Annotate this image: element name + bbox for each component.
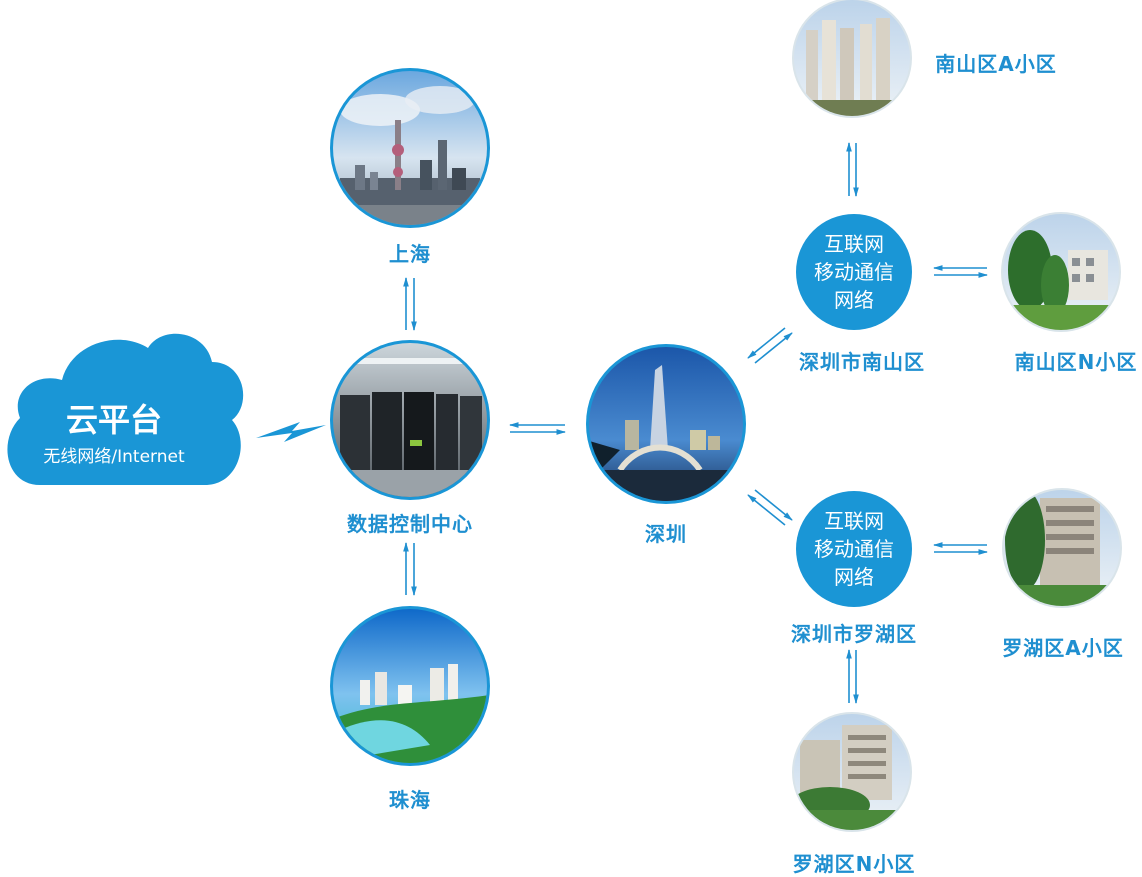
luohu-n-label: 罗湖区N小区 — [792, 852, 916, 876]
nanshan-n-label: 南山区N小区 — [1014, 350, 1138, 374]
lightning-link-icon — [256, 422, 326, 442]
luohu-a-label: 罗湖区A小区 — [1002, 636, 1124, 660]
network-node-label: 互联网 移动通信 网络 — [814, 509, 894, 589]
shanghai-label: 上海 — [389, 242, 431, 266]
cloud-platform-subtitle: 无线网络/Internet — [43, 447, 185, 467]
bidirectional-arrow-icon — [509, 422, 566, 435]
bidirectional-arrow-icon — [403, 277, 417, 331]
luohu-n-photo — [792, 712, 912, 832]
shenzhen-label: 深圳 — [645, 522, 687, 546]
zhuhai-label: 珠海 — [389, 788, 431, 812]
link-arrows — [403, 142, 988, 704]
luohu-network-node: 互联网 移动通信 网络 — [796, 491, 912, 607]
luohu-district-label: 深圳市罗湖区 — [791, 622, 917, 646]
luohu-a-photo — [1002, 488, 1122, 608]
nanshan-network-node: 互联网 移动通信 网络 — [796, 214, 912, 330]
bidirectional-arrow-icon — [403, 542, 417, 596]
nanshan-n-photo — [1001, 212, 1121, 332]
cloud-platform-shape — [7, 333, 244, 485]
zhuhai-photo — [330, 606, 490, 766]
bidirectional-arrow-icon — [846, 649, 859, 704]
bidirectional-arrow-icon — [933, 542, 988, 555]
bidirectional-arrow-icon — [846, 142, 859, 197]
shenzhen-photo — [586, 344, 746, 504]
bidirectional-arrow-icon — [933, 265, 988, 278]
bidirectional-arrow-icon — [747, 489, 793, 526]
nanshan-a-photo — [792, 0, 912, 118]
cloud-platform-title: 云平台 — [65, 401, 163, 439]
nanshan-district-label: 深圳市南山区 — [799, 350, 925, 374]
nanshan-a-label: 南山区A小区 — [935, 52, 1057, 76]
bidirectional-arrow-icon — [747, 327, 793, 364]
network-node-label: 互联网 移动通信 网络 — [814, 232, 894, 312]
data-center-label: 数据控制中心 — [347, 512, 473, 536]
shanghai-photo — [330, 68, 490, 228]
data-center-photo — [330, 340, 490, 500]
